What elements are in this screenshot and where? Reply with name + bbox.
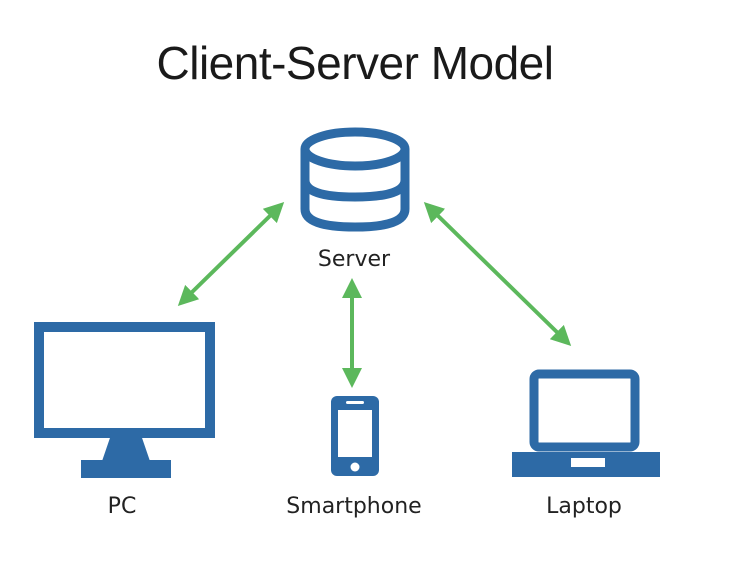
database-icon (300, 127, 410, 232)
smartphone-icon (331, 396, 379, 476)
server-label: Server (317, 247, 391, 272)
laptop-label: Laptop (546, 494, 622, 519)
pc-label: PC (107, 494, 137, 519)
laptop-icon (512, 369, 660, 477)
connections (177, 202, 572, 388)
arrow-server-pc (177, 202, 285, 306)
monitor-icon (34, 322, 215, 478)
diagram-title: Client-Server Model (156, 37, 554, 89)
arrow-server-laptop (423, 202, 572, 346)
smartphone-label: Smartphone (286, 494, 422, 519)
